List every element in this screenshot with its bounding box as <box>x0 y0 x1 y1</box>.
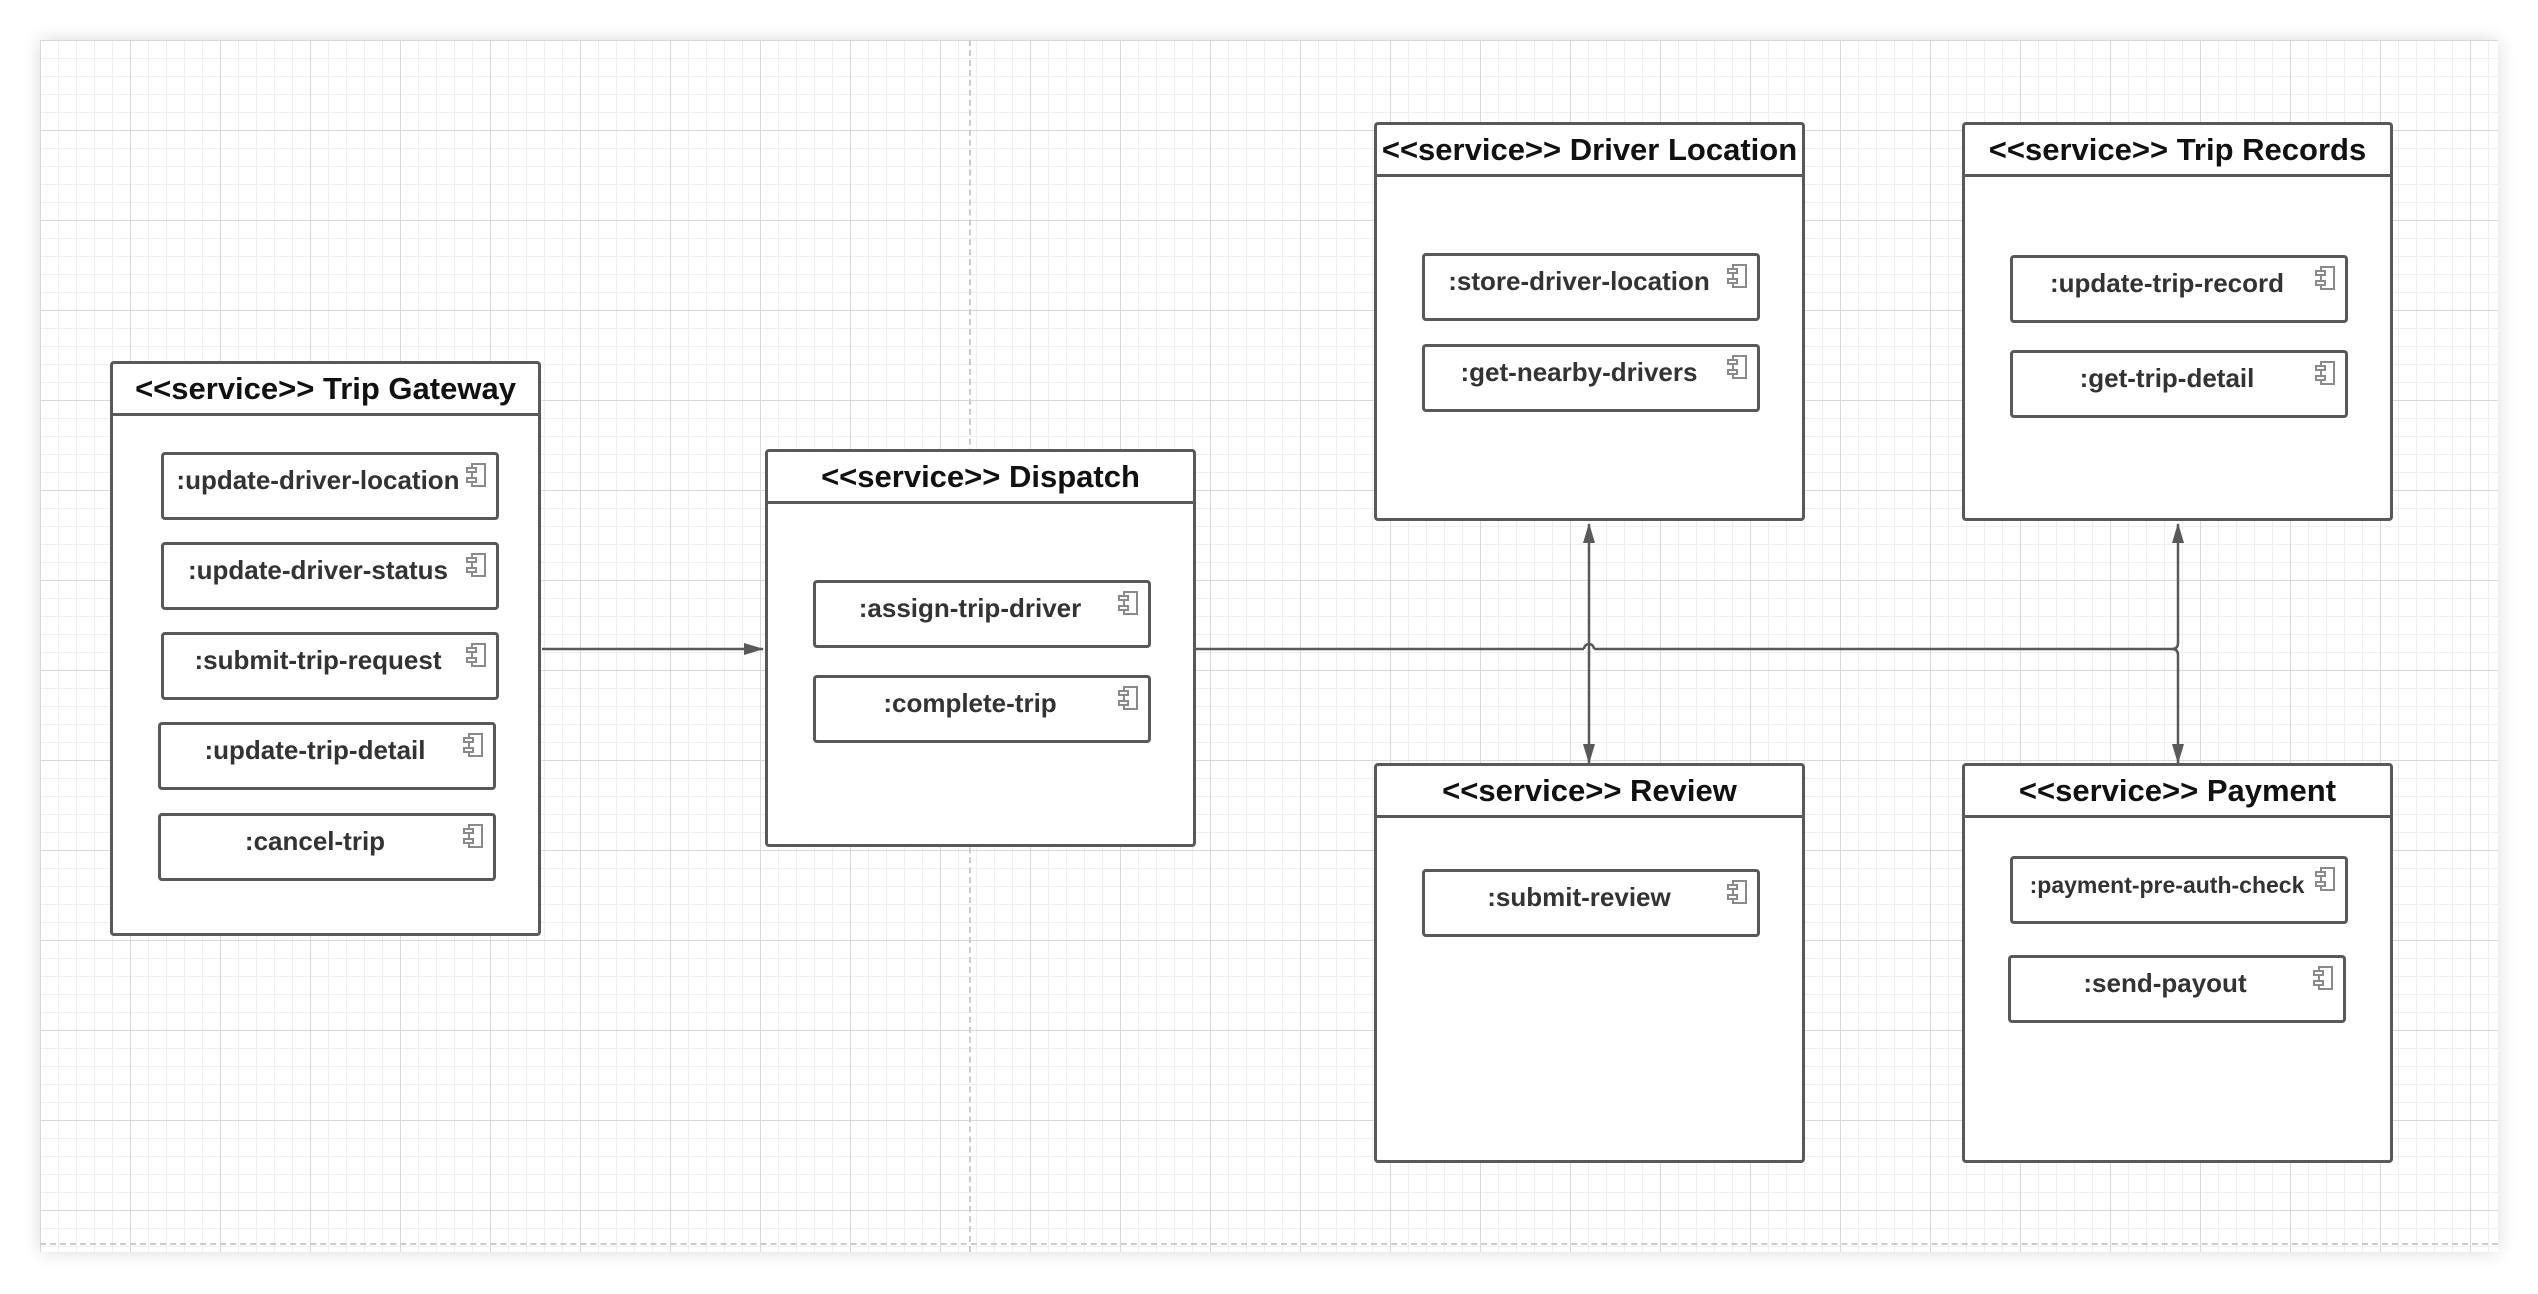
service-driver-location[interactable]: <<service>> Driver Location :store-drive… <box>1374 122 1805 521</box>
component-icon <box>1118 591 1138 615</box>
component-submit-review[interactable]: :submit-review <box>1422 869 1760 937</box>
component-update-driver-location[interactable]: :update-driver-location <box>161 452 499 520</box>
service-title: <<service>> Dispatch <box>768 452 1193 504</box>
service-payment[interactable]: <<service>> Payment :payment-pre-auth-ch… <box>1962 763 2393 1163</box>
connector-dispatch-to-trip-records[interactable] <box>2171 523 2184 651</box>
component-icon <box>466 553 486 577</box>
component-label: :update-trip-record <box>2050 268 2284 298</box>
service-review[interactable]: <<service>> Review :submit-review <box>1374 763 1805 1163</box>
component-icon <box>1727 264 1747 288</box>
component-store-driver-location[interactable]: :store-driver-location <box>1422 253 1760 321</box>
component-icon <box>1118 686 1138 710</box>
component-label: :submit-trip-request <box>194 645 442 675</box>
component-label: :complete-trip <box>883 688 1057 718</box>
component-label: :send-payout <box>2083 968 2247 998</box>
component-label: :update-driver-location <box>176 465 460 495</box>
component-update-trip-record[interactable]: :update-trip-record <box>2010 255 2348 323</box>
component-icon <box>463 824 483 848</box>
service-trip-records[interactable]: <<service>> Trip Records :update-trip-re… <box>1962 122 2393 521</box>
component-assign-trip-driver[interactable]: :assign-trip-driver <box>813 580 1151 648</box>
component-submit-trip-request[interactable]: :submit-trip-request <box>161 632 499 700</box>
component-cancel-trip[interactable]: :cancel-trip <box>158 813 496 881</box>
component-label: :update-driver-status <box>187 555 449 585</box>
component-icon <box>2313 966 2333 990</box>
service-title: <<service>> Trip Records <box>1965 125 2390 177</box>
component-icon <box>2315 361 2335 385</box>
component-icon <box>2315 867 2335 891</box>
component-icon <box>2315 266 2335 290</box>
component-update-trip-detail[interactable]: :update-trip-detail <box>158 722 496 790</box>
component-label: :payment-pre-auth-check <box>2029 872 2305 898</box>
service-dispatch[interactable]: <<service>> Dispatch :assign-trip-driver… <box>765 449 1196 847</box>
component-send-payout[interactable]: :send-payout <box>2008 955 2346 1023</box>
component-icon <box>466 463 486 487</box>
component-label: :assign-trip-driver <box>858 593 1082 623</box>
service-title: <<service>> Review <box>1377 766 1802 818</box>
service-title: <<service>> Driver Location <box>1377 125 1802 177</box>
component-label: :get-trip-detail <box>2079 363 2255 393</box>
component-icon <box>1727 355 1747 379</box>
connector-dispatch-to-payment[interactable] <box>2171 647 2184 764</box>
service-title: <<service>> Trip Gateway <box>113 364 538 416</box>
component-label: :get-nearby-drivers <box>1460 357 1698 387</box>
component-payment-pre-auth-check[interactable]: :payment-pre-auth-check <box>2010 856 2348 924</box>
component-icon <box>1727 880 1747 904</box>
component-label: :submit-review <box>1487 882 1671 912</box>
component-label: :update-trip-detail <box>204 735 426 765</box>
component-icon <box>466 643 486 667</box>
component-update-driver-status[interactable]: :update-driver-status <box>161 542 499 610</box>
component-complete-trip[interactable]: :complete-trip <box>813 675 1151 743</box>
component-get-trip-detail[interactable]: :get-trip-detail <box>2010 350 2348 418</box>
service-title: <<service>> Payment <box>1965 766 2390 818</box>
service-trip-gateway[interactable]: <<service>> Trip Gateway :update-driver-… <box>110 361 541 936</box>
component-label: :store-driver-location <box>1448 266 1710 296</box>
component-get-nearby-drivers[interactable]: :get-nearby-drivers <box>1422 344 1760 412</box>
component-label: :cancel-trip <box>244 826 386 856</box>
component-icon <box>463 733 483 757</box>
page-break-horizontal <box>40 1243 2498 1245</box>
